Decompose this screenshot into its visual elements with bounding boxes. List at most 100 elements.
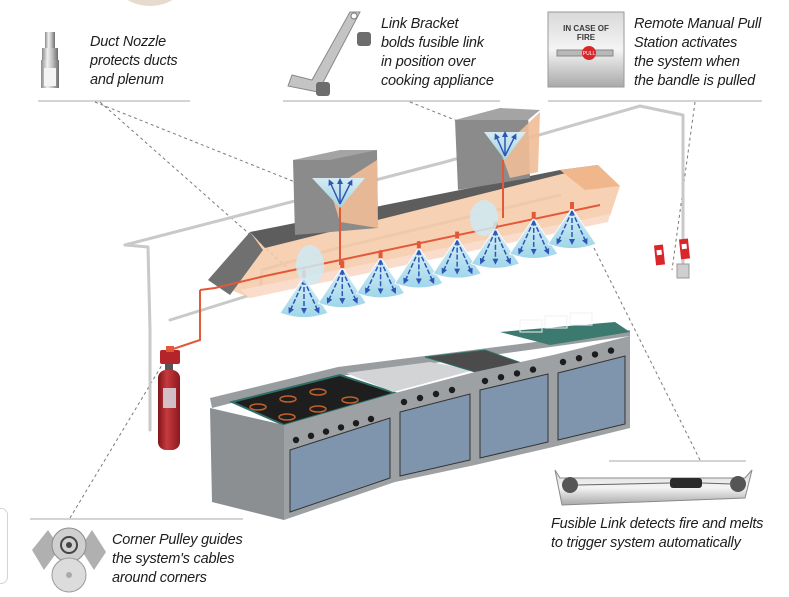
link-bracket-icon (287, 11, 371, 96)
burner (278, 413, 296, 421)
callout-line: Fusible Link detects fire and melts (551, 516, 764, 532)
spray-arrow (326, 269, 343, 304)
callout-rules (30, 100, 762, 520)
nozzle-tip (531, 211, 536, 219)
control-knobs (292, 347, 615, 444)
plenum-spray (296, 200, 498, 285)
svg-text:PULL: PULL (583, 51, 596, 57)
control-knob (352, 420, 360, 427)
callout-line: cooking appliance (381, 73, 494, 89)
callout-fusible-link: Fusible Link detects fire and melts to t… (551, 515, 763, 553)
spray-arrow (556, 210, 573, 245)
pipe-to-cylinder (169, 290, 201, 360)
duct-nozzle-icon (41, 32, 59, 88)
callout-line: the bandle is pulled (634, 73, 755, 89)
callout-line: Corner Pulley guides (112, 532, 243, 548)
burner (341, 396, 359, 404)
spray-arrow (479, 230, 497, 265)
burner (279, 395, 297, 403)
spray-arrow (441, 240, 458, 275)
nozzle-tip (455, 231, 460, 239)
fusible-link-element (670, 478, 702, 488)
pipe-main (199, 204, 601, 291)
spray-cone (355, 251, 406, 299)
leader-duct-nozzle-1 (94, 101, 341, 201)
spray-cone (317, 261, 367, 309)
leader-fusible-link (589, 239, 701, 461)
fusible-link-icon (554, 469, 753, 506)
callout-line: Duct Nozzle (90, 34, 166, 50)
spray-cone (394, 241, 444, 289)
nozzle-tip (570, 202, 574, 209)
control-knob (559, 358, 567, 366)
control-knob (322, 428, 330, 435)
control-knob (529, 366, 537, 373)
callout-line: and plenum (90, 72, 164, 88)
callout-corner-pulley: Corner Pulley guides the system's cables… (112, 531, 243, 588)
burners (249, 388, 359, 421)
duct-spray-left (312, 178, 365, 208)
control-knob (513, 370, 521, 377)
callout-line: the system when (634, 54, 740, 70)
callout-line: bolds fusible link (381, 35, 484, 51)
control-knob (367, 415, 375, 423)
spray-arrow (518, 220, 535, 255)
sign-text-2: FIRE (577, 33, 596, 42)
charbroiler-grate (346, 362, 474, 392)
hood-right-end (560, 165, 620, 190)
control-knob (307, 432, 315, 439)
griddle-door (479, 373, 549, 459)
leader-corner-pulley (69, 354, 169, 519)
spray-arrow (379, 259, 397, 295)
spray-arrow (303, 279, 320, 314)
cylinder-body (158, 370, 180, 450)
fryer-top (500, 322, 630, 345)
fryer-door (557, 355, 626, 441)
burner (309, 388, 327, 396)
callout-line: Station activates (634, 35, 737, 51)
spray-arrow (533, 220, 550, 255)
sign-text-1: IN CASE OF (563, 24, 609, 33)
nozzle-tip (378, 251, 383, 259)
decorative-shape (105, 0, 195, 6)
spray-arrow (288, 279, 305, 314)
callout-line: around corners (112, 570, 207, 586)
spray-cone (509, 211, 559, 259)
control-knob (591, 351, 599, 358)
callout-line: to trigger system automatically (551, 535, 741, 551)
spray-arrow (341, 269, 358, 304)
callout-line: the system's cables (112, 551, 235, 567)
pull-handle (582, 46, 596, 60)
control-knob (400, 398, 408, 406)
cylinder-label (163, 388, 176, 408)
nozzle-tip (340, 261, 345, 269)
corner-pulley-icon (32, 527, 106, 593)
callout-line: protects ducts (90, 53, 178, 69)
callout-line: Remote Manual Pull (634, 16, 761, 32)
control-knob (416, 394, 424, 402)
nozzle-tip (416, 241, 421, 249)
callout-duct-nozzle: Duct Nozzle protects ducts and plenum (90, 33, 178, 90)
hood-end-panel (208, 232, 263, 295)
control-knob (448, 386, 456, 394)
callout-line: Link Bracket (381, 16, 459, 32)
broiler-door (399, 393, 471, 477)
spray-nozzles (279, 202, 597, 318)
spray-arrow (403, 250, 420, 285)
callout-line: in position over (381, 54, 476, 70)
spray-cone (432, 231, 482, 279)
control-knob (575, 355, 583, 362)
spray-cone (547, 202, 597, 249)
control-knob (497, 374, 505, 381)
callout-pull-station: Remote Manual Pull Station activates the… (634, 15, 761, 91)
pull-station-signs (653, 238, 691, 266)
conduit-left-drop (123, 243, 152, 432)
pull-station-icon: IN CASE OF FIRE PULL (547, 11, 625, 88)
burner (249, 403, 267, 411)
spray-arrow (456, 240, 473, 275)
range-oven-door (289, 417, 391, 513)
spray-cone (470, 221, 521, 269)
spray-arrow (418, 250, 435, 285)
